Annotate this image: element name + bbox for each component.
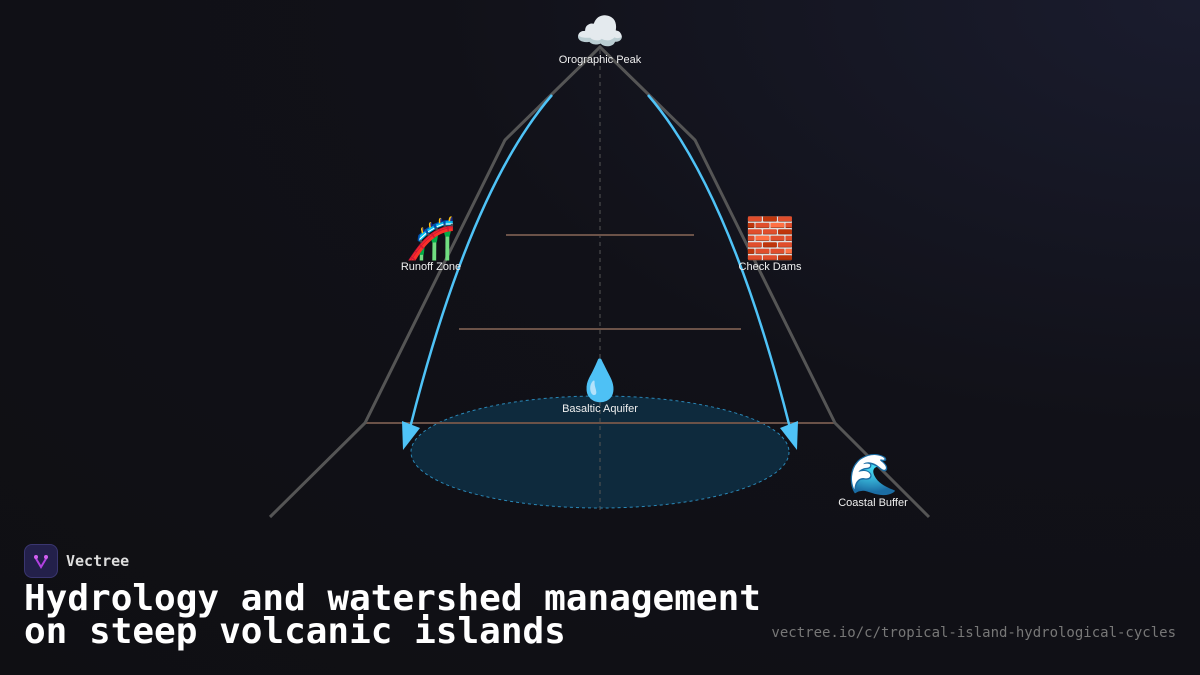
wave-icon: 🌊 bbox=[848, 453, 898, 497]
terrain-profile bbox=[268, 44, 931, 519]
node-label: Check Dams bbox=[738, 261, 802, 273]
brand: Vectree bbox=[24, 544, 129, 578]
flow-arrow-right bbox=[780, 421, 798, 450]
node-label: Orographic Peak bbox=[558, 54, 642, 66]
node-runoff-zone: 🎢 Runoff Zone bbox=[401, 217, 461, 273]
node-label: Runoff Zone bbox=[400, 261, 462, 273]
node-coastal-buffer: 🌊 Coastal Buffer bbox=[838, 453, 908, 509]
flow-arrow-left bbox=[402, 421, 420, 450]
source-url: vectree.io/c/tropical-island-hydrologica… bbox=[771, 625, 1176, 641]
node-label: Basaltic Aquifer bbox=[562, 403, 638, 415]
droplet-icon: 💧 bbox=[575, 359, 625, 403]
roller-coaster-icon: 🎢 bbox=[406, 217, 456, 261]
page-title: Hydrology and watershed management on st… bbox=[24, 578, 761, 652]
node-basaltic-aquifer: 💧 Basaltic Aquifer bbox=[562, 359, 638, 415]
brand-name: Vectree bbox=[66, 552, 130, 570]
node-label: Coastal Buffer bbox=[838, 497, 908, 509]
vectree-logo-icon bbox=[24, 544, 58, 578]
flow-right bbox=[647, 94, 792, 429]
flow-left bbox=[408, 94, 553, 429]
brick-icon: 🧱 bbox=[745, 217, 795, 261]
node-orographic-peak: ☁️ Orographic Peak bbox=[559, 10, 642, 66]
cloud-icon: ☁️ bbox=[575, 10, 625, 54]
node-check-dams: 🧱 Check Dams bbox=[739, 217, 802, 273]
